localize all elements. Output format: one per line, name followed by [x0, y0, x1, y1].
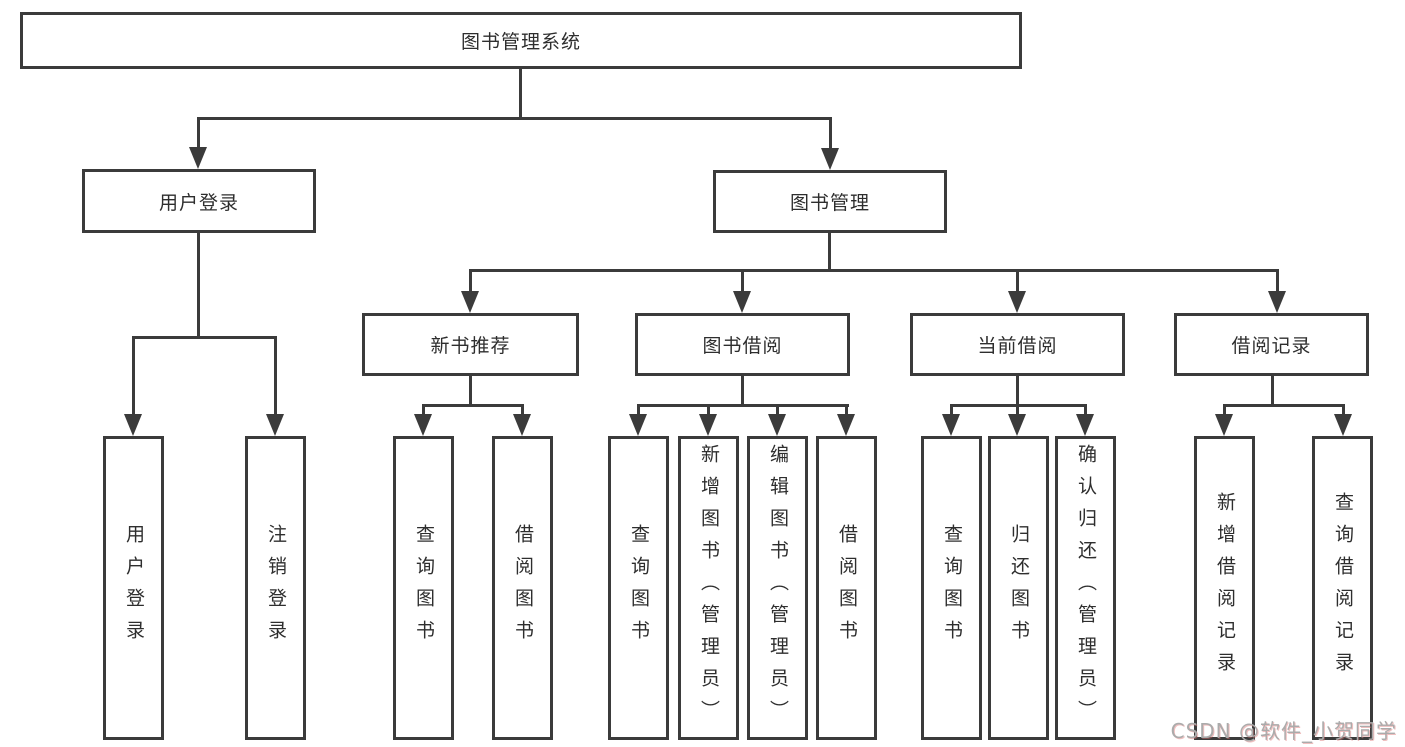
connector-userlogin-split [132, 336, 277, 339]
leaf-add-book-admin: 新增图书（管理员） [678, 436, 739, 740]
connector-nb-leaf2 [521, 404, 524, 416]
connector-to-new-book [469, 269, 472, 293]
connector-br-leaf2 [1342, 404, 1345, 416]
node-user-login: 用户登录 [82, 169, 316, 233]
node-new-book-recommend: 新书推荐 [362, 313, 579, 376]
connector-nb-leaf1 [422, 404, 425, 416]
connector-to-user-login [197, 117, 200, 150]
connector-to-leaf-user-login [132, 336, 135, 416]
connector-bookmgmt-split [469, 269, 1279, 272]
arrowhead-cb-leaf1 [942, 414, 960, 436]
leaf-edit-book-admin: 编辑图书（管理员） [747, 436, 808, 740]
arrowhead-book-management [821, 148, 839, 170]
connector-br-split [1223, 404, 1345, 407]
connector-bb-leaf1 [637, 404, 640, 416]
arrowhead-cb-leaf3 [1076, 414, 1094, 436]
arrowhead-bb-leaf1 [629, 414, 647, 436]
connector-br-stem [1271, 376, 1274, 407]
connector-cb-leaf1 [950, 404, 953, 416]
node-current-borrow: 当前借阅 [910, 313, 1125, 376]
arrowhead-br-leaf1 [1215, 414, 1233, 436]
leaf-confirm-return-admin: 确认归还（管理员） [1055, 436, 1116, 740]
connector-bb-stem [741, 376, 744, 407]
connector-br-leaf1 [1223, 404, 1226, 416]
arrowhead-leaf-logout [266, 414, 284, 436]
connector-to-leaf-logout [274, 336, 277, 416]
connector-bb-leaf4 [845, 404, 848, 416]
connector-bb-leaf2 [707, 404, 710, 416]
arrowhead-bb-leaf3 [768, 414, 786, 436]
connector-bb-split [637, 404, 849, 407]
connector-newbook-stem [469, 376, 472, 407]
connector-cb-leaf3 [1084, 404, 1087, 416]
leaf-borrow-books-2: 借阅图书 [816, 436, 877, 740]
connector-to-current-borrow [1016, 269, 1019, 293]
connector-to-borrow-records [1276, 269, 1279, 293]
arrowhead-nb-leaf2 [513, 414, 531, 436]
leaf-return-book: 归还图书 [988, 436, 1049, 740]
leaf-query-borrow-record: 查询借阅记录 [1312, 436, 1373, 740]
connector-userlogin-stem [197, 232, 200, 339]
leaf-query-books-1: 查询图书 [393, 436, 454, 740]
connector-root-stem [519, 68, 522, 120]
leaf-query-books-2: 查询图书 [608, 436, 669, 740]
csdn-watermark: CSDN @软件_小贺同学 [1170, 719, 1397, 743]
arrowhead-br-leaf2 [1334, 414, 1352, 436]
arrowhead-leaf-user-login [124, 414, 142, 436]
connector-bookmgmt-stem [828, 233, 831, 272]
connector-to-book-management [829, 117, 832, 150]
arrowhead-borrow-records [1268, 291, 1286, 313]
node-book-borrow: 图书借阅 [635, 313, 850, 376]
leaf-borrow-books-1: 借阅图书 [492, 436, 553, 740]
leaf-add-borrow-record: 新增借阅记录 [1194, 436, 1255, 740]
connector-cb-stem [1016, 376, 1019, 407]
connector-cb-leaf2 [1016, 404, 1019, 416]
leaf-logout: 注销登录 [245, 436, 306, 740]
node-root: 图书管理系统 [20, 12, 1022, 69]
connector-bb-leaf3 [776, 404, 779, 416]
arrowhead-current-borrow [1008, 291, 1026, 313]
arrowhead-new-book [461, 291, 479, 313]
node-borrow-records: 借阅记录 [1174, 313, 1369, 376]
connector-to-book-borrow [741, 269, 744, 293]
arrowhead-user-login [189, 147, 207, 169]
arrowhead-bb-leaf4 [837, 414, 855, 436]
arrowhead-book-borrow [733, 291, 751, 313]
arrowhead-cb-leaf2 [1008, 414, 1026, 436]
arrowhead-bb-leaf2 [699, 414, 717, 436]
connector-root-split [197, 117, 832, 120]
leaf-query-books-3: 查询图书 [921, 436, 982, 740]
arrowhead-nb-leaf1 [414, 414, 432, 436]
node-book-management: 图书管理 [713, 170, 947, 233]
connector-newbook-split [422, 404, 524, 407]
leaf-user-login: 用户登录 [103, 436, 164, 740]
